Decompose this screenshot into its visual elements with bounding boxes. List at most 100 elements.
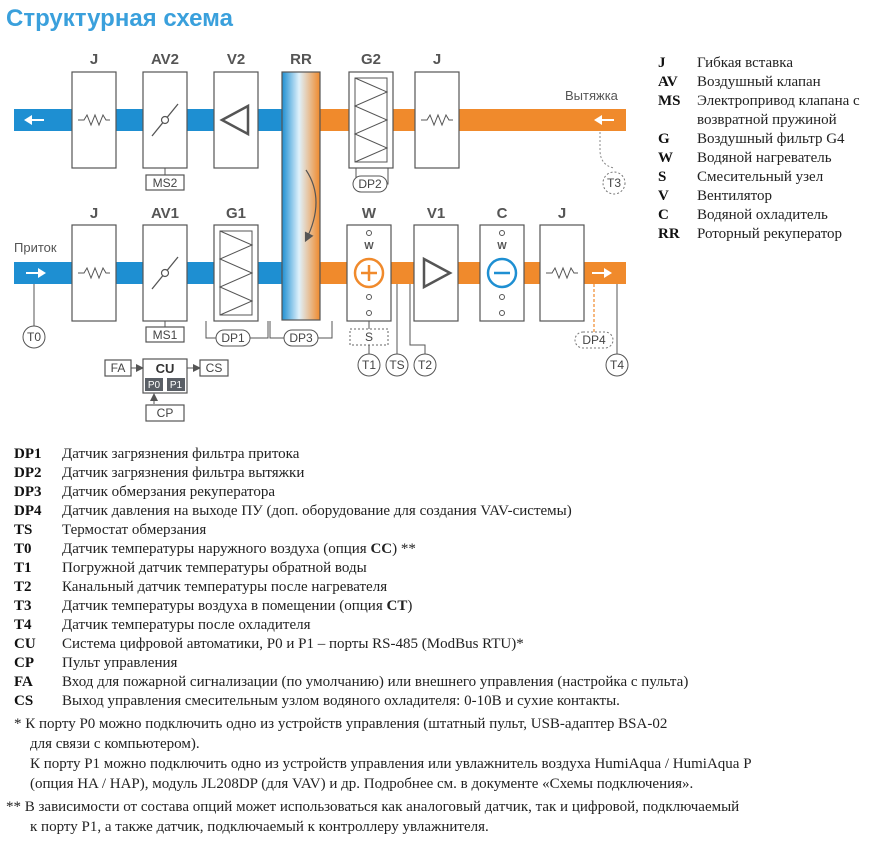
svg-text:Датчик давления на выходе ПУ (: Датчик давления на выходе ПУ (доп. обору… [62, 503, 572, 519]
page-title: Структурная схема [6, 5, 234, 32]
t4-sensor [605, 353, 629, 377]
dp1-sensor [215, 329, 251, 347]
rr-label: RR [290, 51, 312, 68]
svg-text:возвратной пружиной: возвратной пружиной [697, 112, 837, 128]
supply-in-arrow [26, 268, 46, 278]
svg-text:V: V [658, 188, 669, 204]
ms2-box [145, 174, 185, 191]
svg-text:T0: T0 [14, 541, 32, 557]
dp2-sensor [352, 175, 388, 193]
ms2-label: MS2 [153, 176, 178, 190]
g1-label: G1 [226, 205, 246, 222]
svg-text:Пульт управления: Пульт управления [62, 655, 178, 671]
v2-label: V2 [227, 51, 245, 68]
j-top-left-label: J [90, 51, 98, 68]
svg-text:T4: T4 [14, 617, 32, 633]
svg-text:Датчик загрязнения фильтра выт: Датчик загрязнения фильтра вытяжки [62, 465, 304, 481]
svg-text:RR: RR [658, 226, 680, 242]
dp4-sensor [574, 331, 614, 349]
av1-label: AV1 [151, 205, 179, 222]
j-top-right-label: J [433, 51, 441, 68]
ts-label: TS [389, 358, 404, 372]
svg-text:** В зависимости от состава оп: ** В зависимости от состава опций может … [6, 799, 739, 815]
p0-label: P0 [148, 380, 161, 391]
g2-label: G2 [361, 51, 381, 68]
spring-icon [78, 266, 110, 280]
t3-sensor [602, 171, 626, 195]
svg-text:G: G [658, 131, 670, 147]
filter-g2 [348, 71, 394, 169]
svg-text:(опция HA / HAP), модуль JL208: (опция HA / HAP), модуль JL208DP (для VA… [30, 776, 693, 792]
p1-port [167, 378, 185, 391]
svg-text:Выход управления смесительным: Выход управления смесительным узлом водя… [62, 693, 620, 709]
c-label: C [497, 205, 508, 222]
s-label: S [365, 330, 373, 344]
exhaust-label: Вытяжка [565, 88, 619, 103]
svg-text:W: W [658, 150, 673, 166]
svg-text:DP4: DP4 [14, 503, 42, 519]
t4-label: T4 [610, 358, 624, 372]
svg-text:Канальный датчик температуры п: Канальный датчик температуры после нагре… [62, 579, 387, 595]
spring-icon [546, 266, 578, 280]
fan-triangle-right-icon [422, 256, 453, 290]
svg-text:Погружной датчик температуры о: Погружной датчик температуры обратной во… [62, 560, 367, 576]
svg-text:Термостат обмерзания: Термостат обмерзания [62, 522, 206, 538]
svg-text:AV: AV [658, 74, 678, 90]
svg-text:для связи с компьютером).: для связи с компьютером). [30, 736, 200, 752]
svg-text:MS: MS [658, 93, 681, 109]
fan-triangle-left-icon [219, 103, 250, 137]
w-label: W [362, 205, 377, 222]
rotary-recuperator [281, 71, 321, 321]
exhaust-out-arrow [24, 115, 44, 125]
dp1-label: DP1 [221, 331, 245, 345]
svg-text:Датчик температуры воздуха в п: Датчик температуры воздуха в помещении (… [62, 598, 412, 614]
t1-sensor [357, 353, 381, 377]
svg-text:CP: CP [14, 655, 34, 671]
svg-text:Датчик температуры наружного в: Датчик температуры наружного воздуха (оп… [62, 541, 416, 557]
filter-zigzag-icon [353, 77, 389, 163]
svg-text:C: C [658, 207, 669, 223]
dp3-label: DP3 [289, 331, 313, 345]
cp-panel [145, 404, 185, 422]
svg-text:Датчик температуры после охлад: Датчик температуры после охладителя [62, 617, 311, 633]
svg-text:FA: FA [14, 674, 33, 690]
svg-text:К порту P1 можно подключить од: К порту P1 можно подключить одно из устр… [30, 756, 752, 772]
ms1-label: MS1 [153, 328, 178, 342]
dp3-sensor [283, 329, 319, 347]
svg-text:J: J [658, 55, 666, 71]
t0-sensor [22, 325, 46, 349]
w-cooler-port-label: W [497, 241, 507, 252]
svg-text:CU: CU [14, 636, 36, 652]
cs-box [199, 359, 229, 377]
dp2-label: DP2 [358, 177, 382, 191]
j-bottom-left-label: J [90, 205, 98, 222]
filter-g1 [213, 224, 259, 322]
footnotes: * К порту P0 можно подключить одно из ус… [6, 716, 752, 835]
svg-text:Смесительный узел: Смесительный узел [697, 169, 824, 185]
rotation-arrow-icon [304, 169, 317, 243]
svg-text:* К порту P0 можно подключить: * К порту P0 можно подключить одно из ус… [14, 716, 667, 732]
svg-text:к порту P1, а также датчик, по: к порту P1, а также датчик, подключаемый… [30, 819, 489, 835]
svg-text:DP1: DP1 [14, 446, 42, 462]
svg-text:Система цифровой автоматики, P: Система цифровой автоматики, P0 и P1 – п… [62, 636, 524, 652]
svg-text:CS: CS [14, 693, 33, 709]
svg-text:T2: T2 [14, 579, 32, 595]
v1-label: V1 [427, 205, 445, 222]
spring-icon [421, 113, 453, 127]
svg-text:T1: T1 [14, 560, 32, 576]
j-bottom-right-label: J [558, 205, 566, 222]
t2-sensor [413, 353, 437, 377]
svg-text:Водяной охладитель: Водяной охладитель [697, 207, 828, 223]
ms1-box [145, 326, 185, 343]
svg-text:DP3: DP3 [14, 484, 42, 500]
cs-label: CS [206, 361, 223, 375]
svg-text:DP2: DP2 [14, 465, 42, 481]
supply-out-arrow [592, 268, 612, 278]
svg-text:Вентилятор: Вентилятор [697, 188, 772, 204]
cu-label: CU [156, 361, 175, 376]
svg-text:S: S [658, 169, 666, 185]
dp4-label: DP4 [582, 333, 606, 347]
